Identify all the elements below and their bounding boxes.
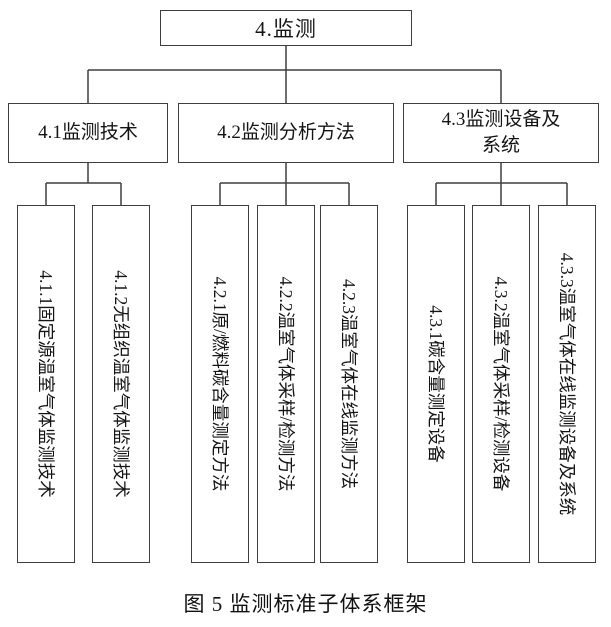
node-4-1-2: 4.1.2无组织温室气体监测技术 xyxy=(92,205,150,563)
node-4-3-3: 4.3.3温室气体在线监测设备及系统 xyxy=(538,205,596,563)
node-4-3-monitoring-equipment-systems: 4.3监测设备及系统 xyxy=(403,103,599,163)
node-label-vertical: 4.2.3温室气体在线监测方法 xyxy=(339,279,359,489)
node-label-vertical: 4.1.2无组织温室气体监测技术 xyxy=(111,270,131,498)
node-label: 4.3监测设备及系统 xyxy=(441,109,561,156)
node-4-monitoring: 4.监测 xyxy=(160,10,412,46)
node-label-vertical: 4.3.1碳含量测定设备 xyxy=(426,305,446,463)
figure-caption: 图 5 监测标准子体系框架 xyxy=(183,592,428,616)
node-4-2-monitoring-analysis-methods: 4.2监测分析方法 xyxy=(178,103,394,163)
node-label: 4.监测 xyxy=(255,17,317,41)
node-4-2-3: 4.2.3温室气体在线监测方法 xyxy=(320,205,378,563)
node-label-vertical: 4.3.2温室气体采样/检测设备 xyxy=(491,276,511,492)
node-4-1-1: 4.1.1固定源温室气体监测技术 xyxy=(17,205,75,563)
node-label-vertical: 4.2.1原/燃料碳含量测定方法 xyxy=(210,276,230,492)
node-label: 4.1监测技术 xyxy=(38,122,138,143)
node-4-3-1: 4.3.1碳含量测定设备 xyxy=(407,205,465,563)
node-label-vertical: 4.2.2温室气体采样/检测方法 xyxy=(276,276,296,492)
node-4-3-2: 4.3.2温室气体采样/检测设备 xyxy=(472,205,530,563)
node-label-vertical: 4.1.1固定源温室气体监测技术 xyxy=(36,270,56,498)
node-label: 4.2监测分析方法 xyxy=(217,122,355,143)
node-4-1-monitoring-technology: 4.1监测技术 xyxy=(8,103,168,163)
node-4-2-1: 4.2.1原/燃料碳含量测定方法 xyxy=(191,205,249,563)
node-4-2-2: 4.2.2温室气体采样/检测方法 xyxy=(257,205,315,563)
node-label-vertical: 4.3.3温室气体在线监测设备及系统 xyxy=(557,252,577,516)
